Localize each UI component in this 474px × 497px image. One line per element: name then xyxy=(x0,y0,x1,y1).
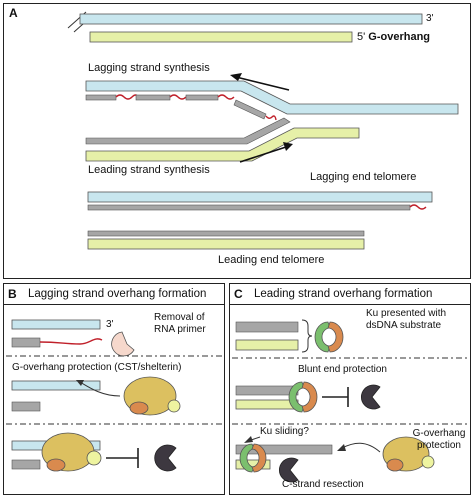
panel-a-label: A xyxy=(9,6,18,20)
ku-green-subunit xyxy=(239,443,255,473)
binding-arrow xyxy=(79,381,121,397)
leading-gray-strand xyxy=(85,117,291,145)
ku-presented-text: Ku presented with dsDNA substrate xyxy=(366,308,447,331)
lagging-arrowhead xyxy=(230,73,242,81)
g-overhang-protection-text: G-overhang protection xyxy=(412,428,466,451)
panel-c: C Leading strand overhang formation Ku p xyxy=(229,283,471,495)
top-three-prime: 3' xyxy=(426,13,434,24)
ku-orange-subunit xyxy=(251,443,267,473)
ku-orange-subunit xyxy=(327,321,344,353)
protection-text: G-overhang protection (CST/shelterin) xyxy=(12,362,182,373)
cst-subunit xyxy=(129,401,149,415)
g-overhang-label: 5' G-overhang xyxy=(357,31,430,43)
rna-primer xyxy=(39,338,103,345)
ku-green-subunit xyxy=(314,321,331,353)
nuclease-pacman xyxy=(360,384,381,410)
binding-arrow xyxy=(341,442,381,453)
ku-sliding-text: Ku sliding? xyxy=(260,426,309,437)
lagging-telomere-blue xyxy=(87,191,433,203)
leading-arrowhead xyxy=(283,142,293,151)
rna-primer xyxy=(115,94,139,100)
okazaki-fragment xyxy=(135,94,171,101)
rna-primer xyxy=(217,94,235,100)
leading-end-telomere-label: Leading end telomere xyxy=(218,254,325,266)
panel-b-diagram xyxy=(6,319,224,472)
b-three-prime: 3' xyxy=(106,319,114,330)
blue-strand xyxy=(11,319,101,330)
okazaki-fragment xyxy=(85,94,117,101)
lagging-synthesis-label: Lagging strand synthesis xyxy=(88,62,210,74)
panel-c-title: Leading strand overhang formation xyxy=(254,288,433,300)
lagging-end-telomere-label: Lagging end telomere xyxy=(310,171,417,183)
top-green-strand xyxy=(89,31,353,43)
gray-strand xyxy=(11,337,41,348)
blunt-end-text: Blunt end protection xyxy=(298,364,387,375)
gray-strand xyxy=(235,385,299,396)
brace xyxy=(301,319,313,353)
leading-telomere-green xyxy=(87,238,365,250)
cst-subunit xyxy=(421,455,435,469)
leading-synthesis-label: Leading strand synthesis xyxy=(88,164,210,176)
primase-enzyme xyxy=(111,331,135,357)
panel-b-header xyxy=(4,284,224,305)
panel-c-diagram xyxy=(232,319,470,483)
panel-c-header xyxy=(230,284,470,305)
fork-blue-strand xyxy=(85,80,459,115)
nuclease-pacman xyxy=(154,444,177,472)
gray-strand xyxy=(11,401,41,412)
rna-primer xyxy=(169,94,187,100)
panel-b-label: B xyxy=(8,287,17,301)
lagging-direction-line xyxy=(235,76,290,91)
binding-arrowhead xyxy=(76,380,84,386)
cst-subunit xyxy=(167,399,181,413)
okazaki-fragment-angled xyxy=(233,99,267,120)
green-strand xyxy=(235,399,299,410)
c-strand-resection-text: C-strand resection xyxy=(282,479,364,490)
top-blue-strand xyxy=(79,13,423,25)
leading-telomere-gray xyxy=(87,230,365,237)
okazaki-fragment xyxy=(185,94,219,101)
blue-strand xyxy=(11,380,101,391)
leading-direction-line xyxy=(239,146,287,163)
ku-orange-subunit xyxy=(301,381,318,413)
cst-subunit xyxy=(46,458,66,472)
green-strand xyxy=(235,339,299,351)
rna-primer xyxy=(265,115,277,121)
nuclease-pacman xyxy=(278,457,299,483)
gray-strand xyxy=(235,321,299,333)
gray-strand xyxy=(235,444,333,455)
panel-a-diagram xyxy=(67,11,459,250)
ku-green-subunit xyxy=(288,381,305,413)
sliding-arrowhead xyxy=(244,436,253,443)
panel-b: B Lagging strand overhang formation 3' R… xyxy=(3,283,225,495)
binding-arrowhead xyxy=(337,444,346,451)
panel-c-label: C xyxy=(234,287,243,301)
g-overhang-text: G-overhang xyxy=(368,31,431,43)
lagging-telomere-gray xyxy=(87,204,411,211)
cst-subunit xyxy=(386,458,404,472)
five-prime: 5' xyxy=(357,31,366,43)
panel-a: A 3' 5' G-overh xyxy=(3,3,471,279)
fork-green-strand xyxy=(85,127,360,162)
rna-primer xyxy=(409,204,427,210)
gray-strand xyxy=(11,459,41,470)
panel-b-title: Lagging strand overhang formation xyxy=(28,288,207,300)
cst-subunit xyxy=(86,450,102,466)
removal-text: Removal of RNA primer xyxy=(154,312,206,335)
